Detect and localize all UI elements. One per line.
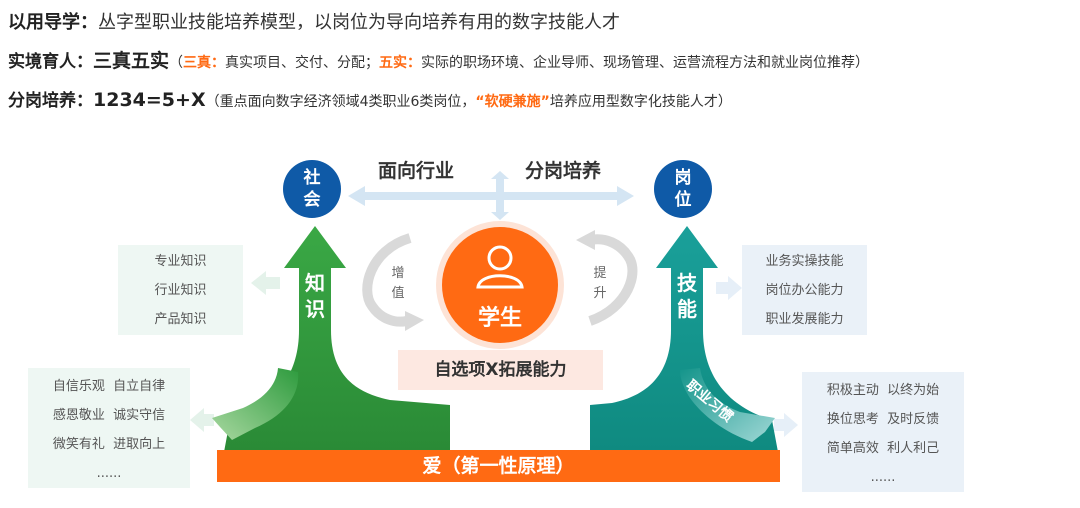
habit-item: 及时反馈 (887, 412, 940, 427)
quality-item: 诚实守信 (113, 408, 166, 423)
quality-list: 自信乐观 自立自律 感恩敬业 诚实守信 微笑有礼 进取向上 ...... (28, 368, 190, 488)
left-lower-small-arrow (190, 408, 214, 432)
line3-big: 1234=5+X (93, 89, 206, 111)
x-ability-label: 自选项X拓展能力 (434, 360, 567, 380)
line3-post: 培养应用型数字化技能人才） (549, 94, 732, 110)
header-line-1: 以用导学：丛字型职业技能培养模型，以岗位为导向培养有用的数字技能人才 (8, 8, 620, 34)
quality-more: ...... (96, 466, 122, 481)
header-line-3: 分岗培养：1234=5+X（重点面向数字经济领域4类职业6类岗位，“软硬兼施”培… (8, 86, 732, 111)
quality-item: 感恩敬业 (52, 408, 105, 423)
top-right-label: 分岗培养 (525, 160, 602, 182)
left-cycle-char-1: 增 (391, 266, 405, 281)
habit-item: 以终为始 (887, 383, 940, 398)
quality-item: 自立自律 (113, 379, 166, 394)
right-skill-arrow (590, 226, 778, 452)
person-icon (476, 245, 524, 289)
bottom-bar-bg (217, 450, 780, 482)
knowledge-item: 产品知识 (154, 312, 207, 327)
line3-pre: （重点面向数字经济领域4类职业6类岗位， (205, 94, 476, 110)
skill-char-2: 能 (677, 297, 697, 321)
knowledge-label: 知 识 (300, 270, 330, 322)
quality-item: 进取向上 (113, 437, 166, 452)
right-cycle-arc (588, 234, 638, 326)
line1-label: 以用导学： (8, 12, 98, 33)
line3-highlight: “软硬兼施” (475, 94, 550, 110)
line2-open: （ (169, 55, 184, 71)
x-ability-box (398, 350, 603, 390)
skill-list: 业务实操技能 岗位办公能力 职业发展能力 (742, 245, 867, 335)
quality-item: 自信乐观 (52, 379, 105, 394)
left-quality-curve (212, 368, 299, 440)
quality-row: 自信乐观 自立自律 (28, 372, 190, 401)
skill-label: 技 能 (672, 270, 702, 322)
habit-list: 积极主动 以终为始 换位思考 及时反馈 简单高效 利人利己 ...... (802, 372, 964, 492)
right-lower-small-arrow (774, 413, 798, 437)
header-line-2: 实境育人：三真五实（三真：真实项目、交付、分配；五实：实际的职场环境、企业导师、… (8, 46, 869, 73)
top-double-arrow (348, 171, 634, 220)
line1-text: 丛字型职业技能培养模型，以岗位为导向培养有用的数字技能人才 (98, 12, 620, 33)
quality-row: 感恩敬业 诚实守信 (28, 401, 190, 430)
right-cycle-text: 提 升 (590, 264, 610, 304)
knowledge-char-2: 识 (305, 297, 325, 321)
skill-item: 职业发展能力 (765, 312, 844, 327)
left-cycle-text: 增 值 (388, 264, 408, 304)
top-left-label: 面向行业 (378, 160, 455, 182)
habit-row: 简单高效 利人利己 (802, 434, 964, 463)
line2-label: 实境育人： (8, 52, 93, 72)
skill-item: 业务实操技能 (765, 254, 844, 269)
habit-row: 积极主动 以终为始 (802, 376, 964, 405)
habit-more: ...... (870, 470, 896, 485)
skill-char-1: 技 (677, 271, 697, 295)
knowledge-item: 专业知识 (154, 254, 207, 269)
quality-row: 微笑有礼 进取向上 (28, 430, 190, 459)
position-circle: 岗 位 (654, 160, 712, 218)
line2-wushi: 五实： (379, 55, 422, 71)
skill-item: 岗位办公能力 (765, 283, 844, 298)
center-circle (442, 227, 558, 343)
right-cycle-char-1: 提 (593, 266, 607, 281)
bottom-bar-label: 爱（第一性原理） (422, 455, 575, 477)
line2-big: 三真五实 (93, 50, 170, 72)
habit-item: 简单高效 (826, 441, 879, 456)
knowledge-list: 专业知识 行业知识 产品知识 (118, 245, 243, 335)
left-cycle-arc (362, 233, 412, 327)
society-circle: 社 会 (283, 160, 341, 218)
position-char-1: 岗 (674, 168, 692, 188)
quality-item: 微笑有礼 (52, 437, 105, 452)
line2-wushi-text: 实际的职场环境、企业导师、现场管理、运营流程方法和就业岗位推荐） (421, 55, 870, 71)
habit-item: 积极主动 (826, 383, 879, 398)
right-habit-curve (680, 368, 775, 442)
right-cycle-char-2: 升 (593, 286, 607, 301)
knowledge-item: 行业知识 (154, 283, 207, 298)
position-char-2: 位 (674, 190, 692, 210)
habit-item: 换位思考 (826, 412, 879, 427)
line2-sanzhen: 三真： (183, 55, 226, 71)
left-small-arrow (251, 271, 280, 295)
left-cycle-char-2: 值 (391, 286, 405, 301)
right-small-arrow (716, 276, 742, 300)
knowledge-char-1: 知 (305, 271, 325, 295)
habit-item: 利人利己 (887, 441, 940, 456)
society-char-2: 会 (303, 190, 321, 210)
center-label: 学生 (477, 306, 522, 331)
line2-sanzhen-text: 真实项目、交付、分配； (225, 55, 380, 71)
society-char-1: 社 (303, 168, 321, 188)
habit-row: 换位思考 及时反馈 (802, 405, 964, 434)
line3-label: 分岗培养： (8, 91, 93, 111)
